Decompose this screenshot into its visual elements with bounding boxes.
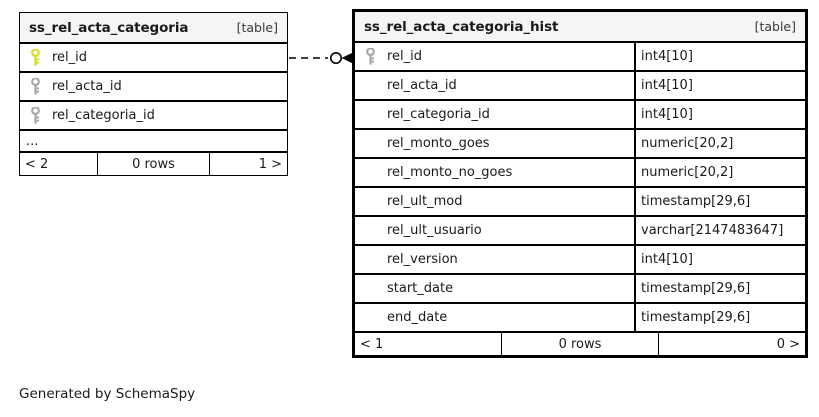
column-name-label: rel_monto_goes — [387, 136, 490, 151]
table-row[interactable]: rel_ult_usuario varchar[2147483647] — [355, 217, 805, 246]
table-box-ss-rel-acta-categoria[interactable]: ss_rel_acta_categoria [table] rel_id — [19, 12, 288, 176]
column-type-label: timestamp[29,6] — [634, 304, 805, 331]
table-row[interactable]: rel_version int4[10] — [355, 246, 805, 275]
column-name-cell: rel_acta_id — [20, 73, 287, 100]
column-name-cell: rel_id — [355, 43, 634, 70]
column-name-cell: rel_categoria_id — [20, 102, 287, 129]
table-header-ss-rel-acta-categoria: ss_rel_acta_categoria [table] — [20, 13, 287, 44]
column-name-label: rel_id — [387, 49, 423, 64]
column-type-label: numeric[20,2] — [634, 130, 805, 157]
foreign-key-icon — [361, 48, 379, 65]
column-name-label: rel_ult_usuario — [387, 223, 482, 238]
row-count-label: 0 rows — [501, 333, 659, 355]
table-columns-list: rel_id rel_acta_id — [20, 44, 287, 175]
column-name-cell: rel_monto_no_goes — [355, 159, 634, 186]
column-name-label: rel_categoria_id — [387, 107, 490, 122]
foreign-key-icon — [26, 78, 44, 95]
table-row[interactable]: rel_categoria_id — [20, 102, 287, 131]
table-row[interactable]: rel_id int4[10] — [355, 43, 805, 72]
table-row[interactable]: rel_monto_no_goes numeric[20,2] — [355, 159, 805, 188]
column-type-label: timestamp[29,6] — [634, 188, 805, 215]
table-row[interactable]: rel_categoria_id int4[10] — [355, 101, 805, 130]
column-name-label: rel_categoria_id — [52, 108, 155, 123]
column-type-label: timestamp[29,6] — [634, 275, 805, 302]
column-name-cell: end_date — [355, 304, 634, 331]
column-type-label: int4[10] — [634, 101, 805, 128]
column-name-cell: rel_version — [355, 246, 634, 273]
primary-key-icon — [26, 49, 44, 66]
column-name-label: start_date — [387, 281, 454, 296]
column-name-cell: rel_ult_usuario — [355, 217, 634, 244]
column-name-cell: rel_categoria_id — [355, 101, 634, 128]
column-name-label: end_date — [387, 310, 448, 325]
table-footer-ss-rel-acta-categoria-hist: < 1 0 rows 0 > — [355, 333, 805, 355]
column-name-cell: rel_id — [20, 44, 287, 71]
prev-page-button[interactable]: < 2 — [25, 156, 49, 172]
more-columns-ellipsis: ... — [20, 131, 287, 153]
column-name-cell: rel_ult_mod — [355, 188, 634, 215]
table-type-tag: [table] — [236, 20, 278, 35]
column-name-cell: rel_monto_goes — [355, 130, 634, 157]
column-type-label: int4[10] — [634, 246, 805, 273]
column-type-label: numeric[20,2] — [634, 159, 805, 186]
table-footer-ss-rel-acta-categoria: < 2 0 rows 1 > — [20, 153, 287, 175]
table-row[interactable]: rel_id — [20, 44, 287, 73]
table-row[interactable]: end_date timestamp[29,6] — [355, 304, 805, 333]
next-page-button[interactable]: 0 > — [776, 336, 800, 352]
table-row[interactable]: rel_ult_mod timestamp[29,6] — [355, 188, 805, 217]
table-title: ss_rel_acta_categoria — [29, 19, 189, 36]
column-type-label: int4[10] — [634, 43, 805, 70]
table-row[interactable]: rel_acta_id — [20, 73, 287, 102]
column-name-label: rel_acta_id — [387, 78, 457, 93]
table-row[interactable]: rel_monto_goes numeric[20,2] — [355, 130, 805, 159]
column-name-label: rel_monto_no_goes — [387, 165, 513, 180]
next-page-button[interactable]: 1 > — [258, 156, 282, 172]
row-count-label: 0 rows — [97, 153, 210, 175]
column-name-cell: rel_acta_id — [355, 72, 634, 99]
column-name-cell: start_date — [355, 275, 634, 302]
column-type-label: varchar[2147483647] — [634, 217, 805, 244]
prev-page-button[interactable]: < 1 — [360, 336, 384, 352]
table-columns-list: rel_id int4[10] rel_acta_id int4[10] rel… — [355, 43, 805, 355]
table-row[interactable]: start_date timestamp[29,6] — [355, 275, 805, 304]
generated-by-caption: Generated by SchemaSpy — [19, 386, 196, 402]
table-header-ss-rel-acta-categoria-hist: ss_rel_acta_categoria_hist [table] — [355, 12, 805, 43]
table-box-ss-rel-acta-categoria-hist[interactable]: ss_rel_acta_categoria_hist [table] rel_i… — [352, 9, 808, 358]
column-name-label: rel_version — [387, 252, 458, 267]
column-name-label: rel_ult_mod — [387, 194, 463, 209]
foreign-key-icon — [26, 107, 44, 124]
table-type-tag: [table] — [754, 19, 796, 34]
table-title: ss_rel_acta_categoria_hist — [364, 18, 559, 35]
table-row[interactable]: rel_acta_id int4[10] — [355, 72, 805, 101]
column-name-label: rel_acta_id — [52, 79, 122, 94]
optional-cardinality-circle-icon — [329, 51, 342, 64]
column-type-label: int4[10] — [634, 72, 805, 99]
column-name-label: rel_id — [52, 50, 88, 65]
